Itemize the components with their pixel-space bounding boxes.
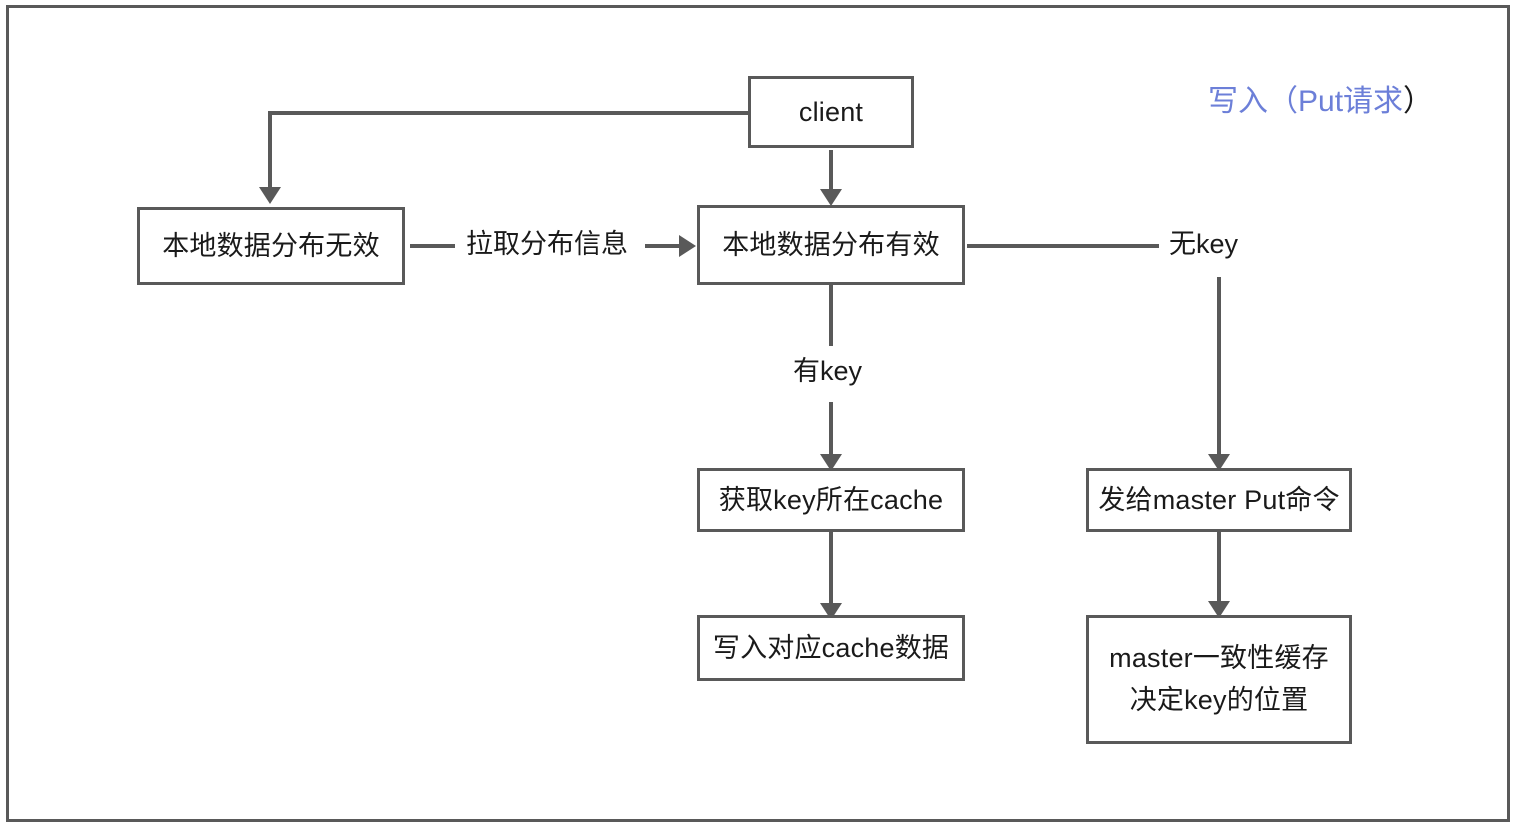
diagram-title: 写入（Put请求）: [1208, 87, 1433, 117]
node-write-cache-data[interactable]: 写入对应cache数据: [697, 615, 965, 681]
edge-client-to-local-invalid-vertical: [268, 111, 272, 187]
arrowhead-client-to-local-invalid: [259, 187, 281, 204]
edge-no-key-vertical: [1217, 277, 1221, 462]
edge-label-has-key: 有key: [793, 356, 863, 386]
edge-get-key-cache-to-write-cache-vertical: [829, 532, 833, 612]
node-local-data-distribution-invalid[interactable]: 本地数据分布无效: [137, 207, 405, 285]
edge-pull-distribution-line: [645, 244, 679, 248]
node-client[interactable]: client: [748, 76, 914, 148]
edge-has-key-vertical-upper: [829, 284, 833, 346]
node-master-consistent-hash[interactable]: master一致性缓存 决定key的位置: [1086, 615, 1352, 744]
diagram-title-tail: ）: [1403, 85, 1434, 118]
node-local-data-distribution-valid[interactable]: 本地数据分布有效: [697, 205, 965, 285]
edge-has-key-vertical-lower: [829, 402, 833, 460]
edge-client-to-local-valid-vertical: [829, 150, 833, 189]
edge-local-invalid-stub: [410, 244, 455, 248]
edge-label-no-key: 无key: [1169, 229, 1239, 259]
edge-client-to-local-invalid-horizontal: [268, 111, 752, 115]
arrowhead-has-key-to-get-key-cache: [820, 454, 842, 471]
arrowhead-client-to-local-valid: [820, 189, 842, 206]
arrowhead-send-master-put-to-master-consistent: [1208, 601, 1230, 618]
edge-send-master-put-to-master-consistent-vertical: [1217, 532, 1221, 612]
arrowhead-no-key-to-send-master-put: [1208, 454, 1230, 471]
edge-label-pull-distribution: 拉取分布信息: [466, 229, 628, 259]
diagram-title-main: 写入（Put请求: [1208, 85, 1404, 118]
node-send-master-put-command[interactable]: 发给master Put命令: [1086, 468, 1352, 532]
node-get-key-cache[interactable]: 获取key所在cache: [697, 468, 965, 532]
edge-local-valid-to-no-key-horizontal: [967, 244, 1159, 248]
arrowhead-pull-distribution: [679, 235, 696, 257]
